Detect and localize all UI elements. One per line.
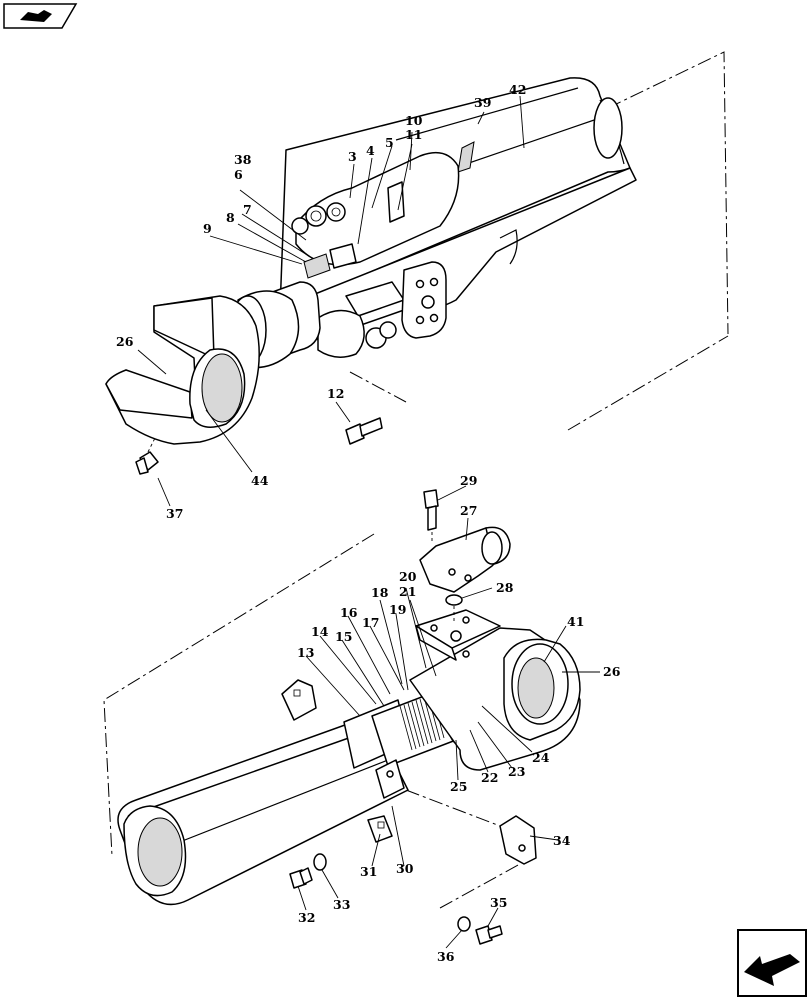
callout: 10 (405, 113, 423, 128)
callout-labels: 39 42 10 11 5 4 3 38 6 7 8 9 26 12 44 37… (116, 82, 621, 964)
bracket-34 (499, 815, 537, 865)
callout: 18 (371, 585, 389, 600)
bolt-12 (345, 417, 383, 445)
book-arrow-icon[interactable] (3, 3, 78, 29)
callout: 26 (116, 334, 134, 349)
callout: 8 (226, 210, 235, 225)
callout: 12 (327, 386, 344, 401)
callout: 37 (166, 506, 183, 521)
callout: 7 (243, 202, 252, 217)
callout: 38 (234, 152, 252, 167)
callout: 16 (340, 605, 358, 620)
callout: 34 (553, 833, 571, 848)
washer-36 (457, 916, 471, 932)
callout: 31 (360, 864, 377, 879)
callout: 44 (251, 473, 269, 488)
next-arrow-icon[interactable] (737, 929, 807, 997)
callout: 27 (460, 503, 477, 518)
callout: 26 (603, 664, 621, 679)
callout: 14 (311, 624, 329, 639)
callout: 20 (399, 569, 417, 584)
callout: 6 (234, 167, 243, 182)
callout: 42 (509, 82, 526, 97)
callout: 25 (450, 779, 467, 794)
upper-assembly (105, 51, 729, 507)
callout: 33 (333, 897, 350, 912)
callout: 5 (385, 135, 394, 150)
callout: 41 (567, 614, 584, 629)
callout: 32 (298, 910, 315, 925)
callout: 24 (532, 750, 550, 765)
callout: 39 (474, 95, 491, 110)
callout: 21 (399, 584, 416, 599)
callout: 23 (508, 764, 525, 779)
callout: 35 (490, 895, 507, 910)
lower-assembly (103, 485, 600, 949)
callout: 30 (396, 861, 414, 876)
flange-27 (419, 526, 511, 593)
callout: 36 (437, 949, 455, 964)
callout: 3 (348, 149, 357, 164)
callout: 4 (366, 143, 375, 158)
callout: 29 (460, 473, 477, 488)
callout: 22 (481, 770, 498, 785)
callout: 17 (362, 615, 379, 630)
callout: 15 (335, 629, 352, 644)
bolt-35 (475, 925, 503, 945)
grease-fitting (135, 435, 159, 475)
callout: 28 (496, 580, 514, 595)
callout: 9 (203, 221, 212, 236)
o-ring-28 (445, 594, 463, 606)
bolt-32 (289, 867, 313, 889)
callout: 19 (389, 602, 406, 617)
callout: 13 (297, 645, 314, 660)
washer-33 (313, 853, 327, 871)
bolt-29 (423, 489, 439, 544)
callout: 11 (405, 127, 422, 142)
